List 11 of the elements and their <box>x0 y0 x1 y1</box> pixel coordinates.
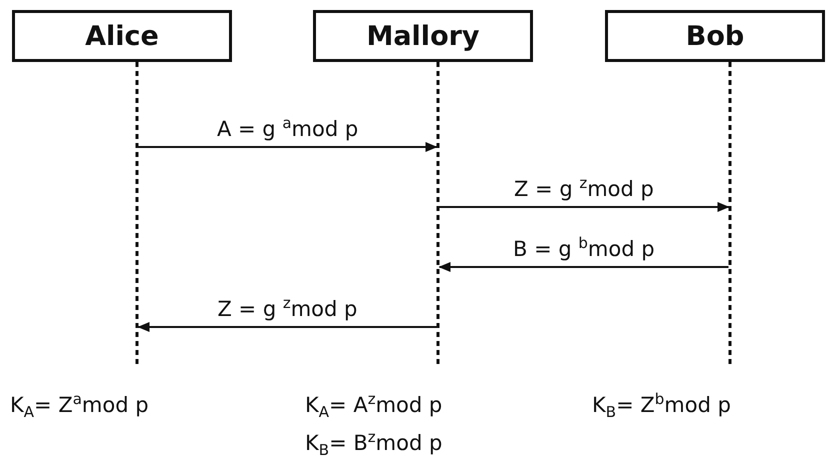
key-formula: K$_{A}$= Z$^{a}$mod p <box>10 392 149 420</box>
participant-name: Alice <box>85 20 159 52</box>
message-arrow <box>138 322 436 332</box>
message-arrow <box>138 142 438 152</box>
participant-name: Bob <box>686 20 744 52</box>
message-arrow <box>440 202 730 212</box>
message-arrow <box>438 262 728 272</box>
key-formula: K$_{A}$= A$^{z}$mod p <box>305 392 442 420</box>
key-formula: K$_{B}$= B$^{z}$mod p <box>305 430 442 458</box>
participant-name: Mallory <box>366 20 480 52</box>
key-formula: K$_{B}$= Z$^{b}$mod p <box>592 392 731 420</box>
